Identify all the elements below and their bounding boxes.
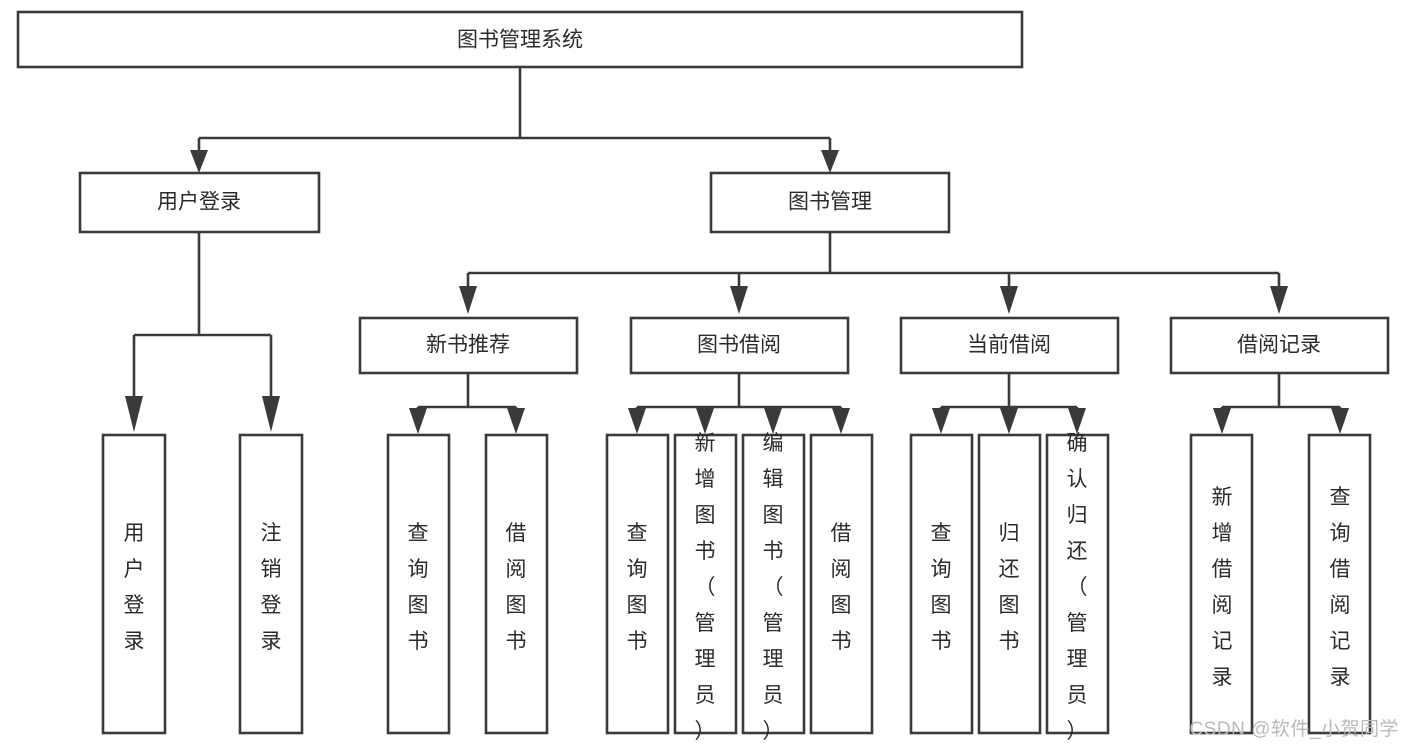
node-leaf-query-book-1-box[interactable]	[386, 433, 451, 735]
node-leaf-edit-book[interactable]: 编辑图书（管理员）	[741, 432, 806, 743]
node-leaf-add-book-label: 新增图书（管理员）	[695, 432, 716, 743]
node-leaf-logout-box[interactable]	[238, 433, 304, 735]
node-leaf-add-record-label: 新增借阅记录	[1212, 486, 1233, 689]
node-root[interactable]: 图书管理系统	[16, 10, 1024, 69]
node-leaf-add-book-box[interactable]	[673, 433, 738, 735]
node-book-manage-box[interactable]	[709, 171, 951, 234]
node-leaf-query-record-box[interactable]	[1307, 433, 1372, 735]
node-current-borrow-label: 当前借阅	[967, 334, 1051, 357]
connector-layer	[125, 67, 1349, 434]
arrowhead-leaf-return-book	[1000, 408, 1018, 434]
node-borrow-record[interactable]: 借阅记录	[1169, 316, 1390, 375]
node-leaf-confirm-return[interactable]: 确认归还（管理员）	[1045, 432, 1110, 743]
node-leaf-query-record[interactable]: 查询借阅记录	[1307, 433, 1372, 735]
node-leaf-logout-label: 注销登录	[261, 522, 282, 653]
node-leaf-borrow-book-2-label: 借阅图书	[831, 522, 852, 653]
arrowhead-leaf-borrow-book-2	[832, 408, 850, 434]
arrowhead-book-manage	[821, 150, 839, 173]
node-leaf-add-record[interactable]: 新增借阅记录	[1189, 433, 1254, 735]
arrowhead-leaf-confirm-return	[1068, 408, 1086, 434]
node-current-borrow-box[interactable]	[899, 316, 1120, 375]
node-book-borrow-label: 图书借阅	[697, 334, 781, 357]
node-leaf-borrow-book-2-box[interactable]	[809, 433, 874, 735]
node-borrow-record-box[interactable]	[1169, 316, 1390, 375]
node-leaf-confirm-return-box[interactable]	[1045, 433, 1110, 735]
node-book-manage[interactable]: 图书管理	[709, 171, 951, 234]
node-new-book-rec[interactable]: 新书推荐	[358, 316, 579, 375]
node-root-label: 图书管理系统	[457, 29, 583, 52]
node-leaf-edit-book-box[interactable]	[741, 433, 806, 735]
node-leaf-query-book-3-label: 查询图书	[931, 522, 952, 653]
node-leaf-borrow-book-1-label: 借阅图书	[506, 522, 527, 653]
node-leaf-user-login-label: 用户登录	[124, 522, 145, 653]
arrowhead-leaf-edit-book	[764, 408, 782, 434]
node-leaf-query-book-1-label: 查询图书	[408, 522, 429, 653]
arrowhead-leaf-query-record	[1331, 408, 1349, 434]
arrowhead-leaf-query-book-2	[628, 408, 646, 434]
node-leaf-query-book-3[interactable]: 查询图书	[909, 433, 974, 735]
node-leaf-return-book-box[interactable]	[977, 433, 1042, 735]
arrowhead-leaf-query-book-3	[932, 408, 950, 434]
node-user-login-label: 用户登录	[157, 191, 241, 214]
arrowhead-current-borrow	[1000, 286, 1018, 314]
arrowhead-leaf-logout	[262, 396, 280, 432]
node-root-box[interactable]	[16, 10, 1024, 69]
arrowhead-leaf-add-book	[696, 408, 714, 434]
node-user-login[interactable]: 用户登录	[78, 171, 321, 234]
node-leaf-borrow-book-2[interactable]: 借阅图书	[809, 433, 874, 735]
arrowhead-leaf-user-login	[125, 396, 143, 432]
node-leaf-return-book[interactable]: 归还图书	[977, 433, 1042, 735]
node-leaf-query-book-2-label: 查询图书	[627, 522, 648, 653]
node-book-manage-label: 图书管理	[788, 191, 872, 214]
arrowhead-leaf-query-book-1	[409, 408, 427, 434]
csdn-watermark: CSDN @软件_小贺同学	[1189, 719, 1399, 740]
arrowhead-user-login	[190, 150, 208, 173]
node-new-book-rec-label: 新书推荐	[426, 334, 510, 357]
node-book-borrow[interactable]: 图书借阅	[629, 316, 850, 375]
arrowhead-borrow-record	[1270, 286, 1288, 314]
node-leaf-edit-book-label: 编辑图书（管理员）	[763, 432, 784, 743]
node-leaf-add-book[interactable]: 新增图书（管理员）	[673, 432, 738, 743]
node-leaf-add-record-box[interactable]	[1189, 433, 1254, 735]
arrowhead-leaf-borrow-book-1	[507, 408, 525, 434]
arrowhead-new-book-rec	[459, 286, 477, 314]
node-leaf-borrow-book-1-box[interactable]	[484, 433, 549, 735]
node-leaf-confirm-return-label: 确认归还（管理员）	[1067, 432, 1088, 743]
node-leaf-query-book-2-box[interactable]	[605, 433, 670, 735]
node-user-login-box[interactable]	[78, 171, 321, 234]
node-new-book-rec-box[interactable]	[358, 316, 579, 375]
node-leaf-return-book-label: 归还图书	[999, 522, 1020, 653]
node-leaf-query-book-1[interactable]: 查询图书	[386, 433, 451, 735]
node-leaf-user-login-box[interactable]	[101, 433, 167, 735]
node-current-borrow[interactable]: 当前借阅	[899, 316, 1120, 375]
node-borrow-record-label: 借阅记录	[1237, 334, 1321, 357]
arrowhead-book-borrow	[730, 286, 748, 314]
node-leaf-logout[interactable]: 注销登录	[238, 433, 304, 735]
node-leaf-query-record-label: 查询借阅记录	[1330, 486, 1351, 689]
node-book-borrow-box[interactable]	[629, 316, 850, 375]
node-leaf-query-book-3-box[interactable]	[909, 433, 974, 735]
arrowhead-leaf-add-record	[1213, 408, 1231, 434]
node-leaf-query-book-2[interactable]: 查询图书	[605, 433, 670, 735]
node-leaf-borrow-book-1[interactable]: 借阅图书	[484, 433, 549, 735]
node-leaf-user-login[interactable]: 用户登录	[101, 433, 167, 735]
